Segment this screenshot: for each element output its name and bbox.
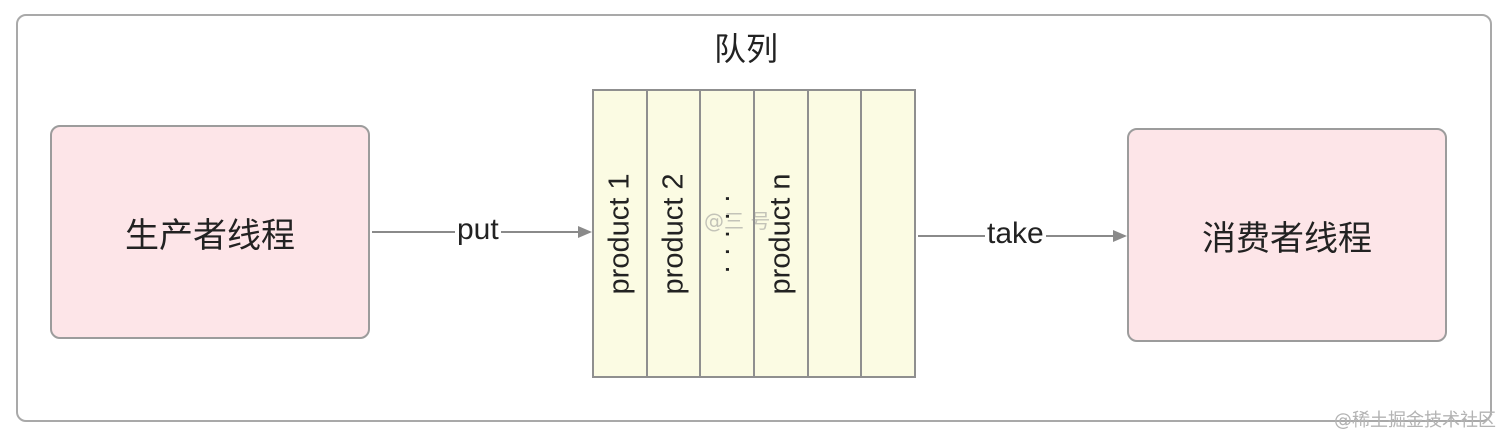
queue-body: product 1 product 2 · · · · · product n — [592, 89, 916, 378]
take-label: take — [985, 217, 1046, 251]
consumer-thread-label: 消费者线程 — [1202, 218, 1372, 259]
queue-title: 队列 — [713, 30, 778, 68]
producer-thread-label: 生产者线程 — [125, 215, 295, 256]
center-watermark: @三 号 — [704, 209, 771, 233]
queue-cell: product n — [755, 91, 809, 376]
corner-watermark: @稀土掘金技术社区 — [1334, 410, 1496, 431]
queue-cell: product 1 — [594, 91, 648, 376]
queue-cell: product 2 — [648, 91, 702, 376]
producer-thread-box: 生产者线程 — [50, 125, 370, 339]
consumer-thread-box: 消费者线程 — [1127, 128, 1447, 342]
put-label: put — [455, 213, 501, 247]
queue-cell — [809, 91, 863, 376]
queue-cell: · · · · · — [701, 91, 756, 376]
